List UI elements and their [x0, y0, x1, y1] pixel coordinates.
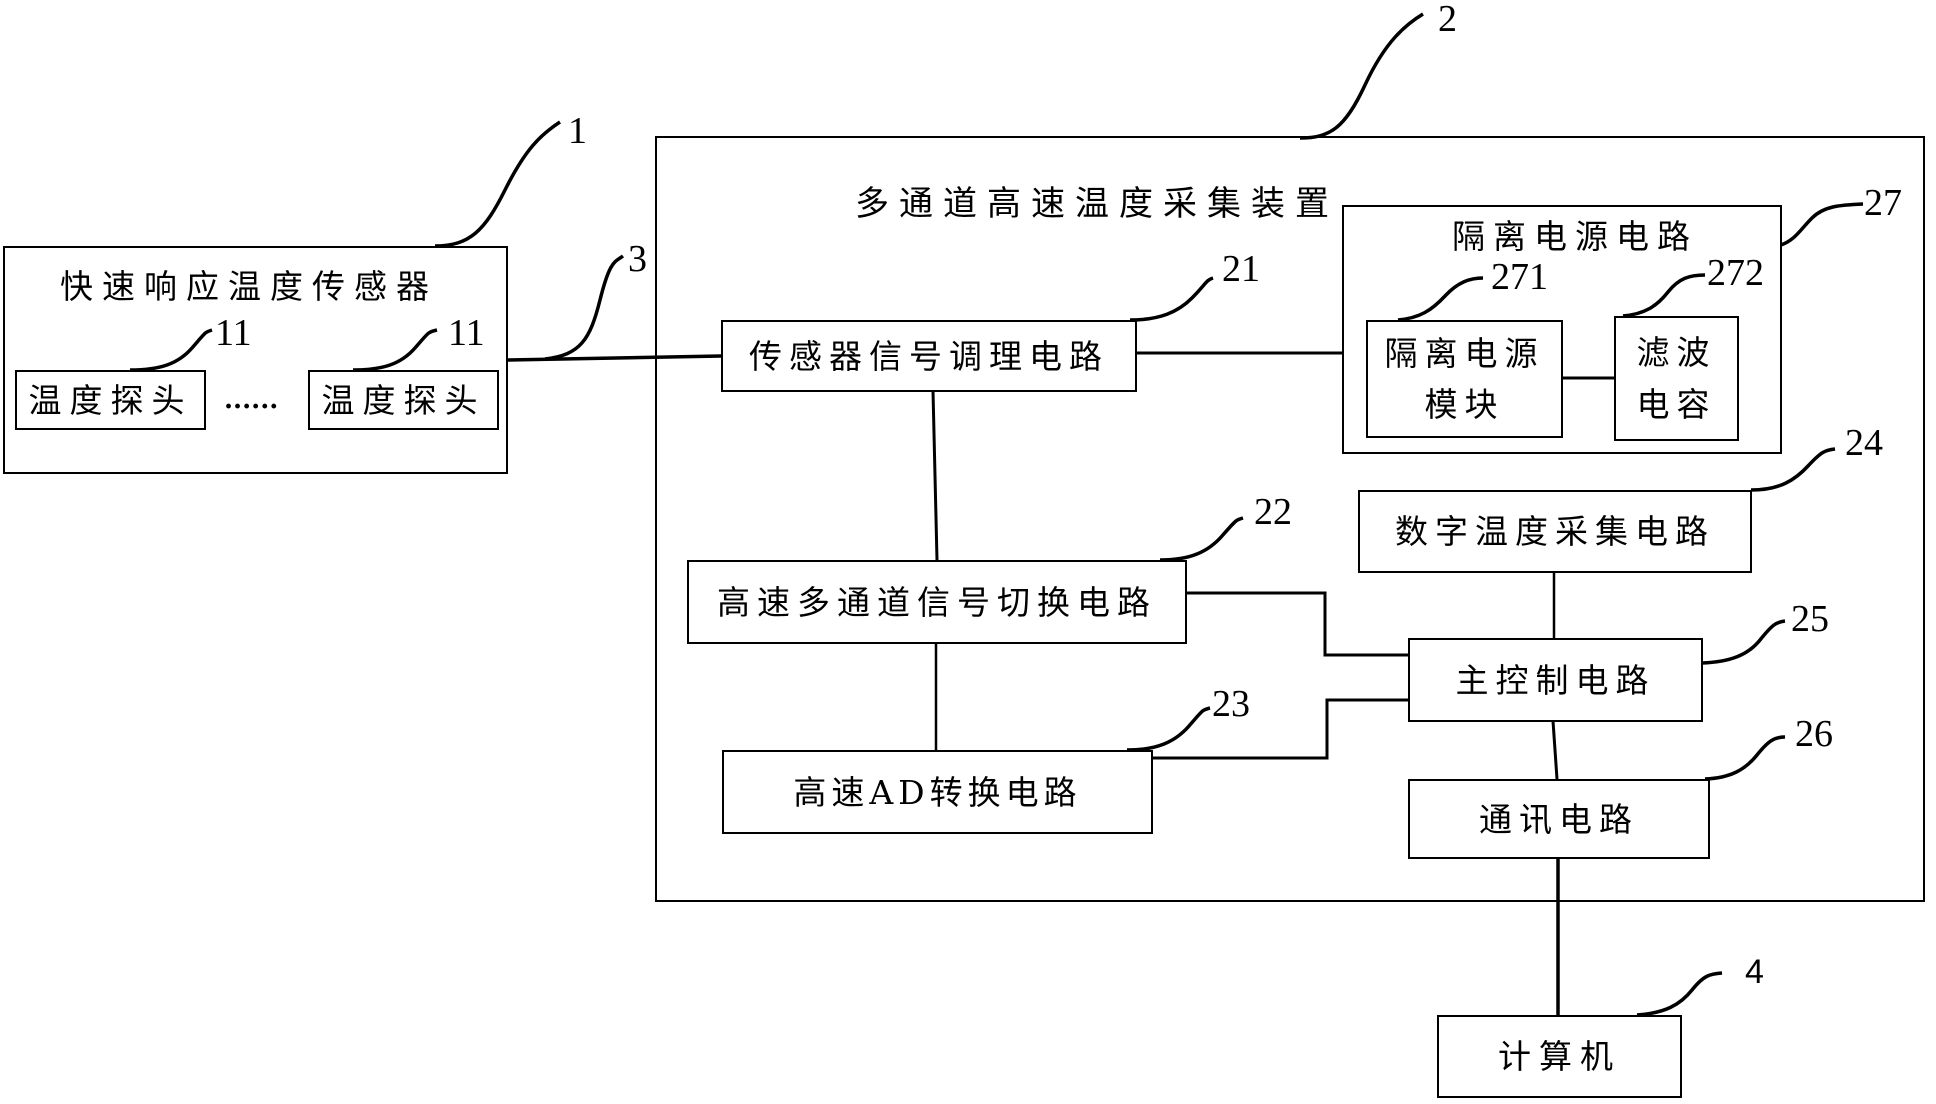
isolated-power-module-label-2: 模块 [1424, 385, 1505, 424]
isolated-power-title: 隔离电源电路 [1452, 217, 1698, 256]
wire-signal-to-switch [931, 390, 939, 561]
computer-label: 计算机 [1498, 1037, 1621, 1076]
signal-conditioning-box: 传感器信号调理电路 [721, 320, 1137, 392]
ad-converter-label: 高速AD转换电路 [793, 772, 1082, 812]
communication-label: 通讯电路 [1479, 799, 1639, 839]
isolated-power-box [1342, 205, 1782, 454]
device-box [655, 136, 1925, 902]
filter-capacitor-label-2: 电容 [1636, 384, 1717, 424]
ref-272: 272 [1707, 252, 1764, 294]
ref-25: 25 [1791, 598, 1829, 640]
wire-sensor-to-signal [506, 354, 722, 362]
filter-capacitor-box: 滤波 电容 [1614, 316, 1739, 441]
leader-3 [544, 254, 625, 361]
mux-switch-label: 高速多通道信号切换电路 [717, 582, 1157, 622]
probe-label-1: 温度探头 [28, 380, 193, 420]
ref-22: 22 [1254, 491, 1292, 533]
probe-box-1: 温度探头 [15, 370, 206, 430]
leader-22 [1159, 516, 1244, 562]
main-control-label: 主控制电路 [1455, 660, 1656, 700]
ref-11-b: 11 [448, 312, 485, 354]
digital-temp-box: 数字温度采集电路 [1358, 490, 1752, 573]
leader-11-b [352, 328, 438, 372]
leader-2 [1299, 12, 1424, 140]
ref-23: 23 [1212, 683, 1250, 725]
isolated-power-module-label-1: 隔离电源 [1384, 333, 1545, 373]
isolated-power-module-box: 隔离电源 模块 [1366, 320, 1563, 438]
leader-1 [434, 120, 561, 248]
wire-switch-to-main-control [1186, 591, 1408, 657]
probe-ellipsis: ...... [224, 385, 279, 415]
leader-271 [1397, 276, 1484, 322]
wire-main-control-to-comm [1551, 720, 1559, 780]
leader-27 [1780, 202, 1864, 247]
device-title: 多通道高速温度采集装置 [855, 184, 1339, 224]
ref-26: 26 [1795, 713, 1833, 755]
ref-24: 24 [1845, 422, 1883, 464]
probe-label-2: 温度探头 [321, 380, 486, 420]
ref-2: 2 [1438, 0, 1457, 40]
leader-25 [1701, 619, 1786, 665]
ref-4: 4 [1745, 953, 1764, 991]
sensor-box [3, 246, 508, 474]
signal-conditioning-label: 传感器信号调理电路 [749, 336, 1109, 376]
ad-converter-box: 高速AD转换电路 [722, 750, 1153, 834]
leader-23 [1126, 706, 1211, 752]
digital-temp-label: 数字温度采集电路 [1395, 512, 1715, 551]
wire-ad-to-main-control [1151, 698, 1408, 760]
sensor-title: 快速响应温度传感器 [60, 267, 438, 306]
ref-1: 1 [568, 110, 587, 152]
leader-4 [1636, 971, 1723, 1017]
probe-box-2: 温度探头 [308, 370, 499, 430]
ref-271: 271 [1491, 256, 1548, 298]
leader-26 [1704, 735, 1786, 781]
ref-27: 27 [1864, 182, 1902, 224]
leader-24 [1750, 447, 1836, 492]
leader-272 [1622, 273, 1706, 318]
computer-box: 计算机 [1437, 1015, 1682, 1098]
leader-11-a [129, 328, 213, 372]
filter-capacitor-label-1: 滤波 [1636, 333, 1717, 373]
main-control-box: 主控制电路 [1408, 638, 1703, 722]
ref-11-a: 11 [215, 312, 252, 354]
ref-21: 21 [1222, 248, 1260, 290]
communication-box: 通讯电路 [1408, 779, 1710, 859]
ref-3: 3 [628, 238, 647, 280]
leader-21 [1129, 276, 1214, 322]
mux-switch-box: 高速多通道信号切换电路 [687, 560, 1187, 644]
